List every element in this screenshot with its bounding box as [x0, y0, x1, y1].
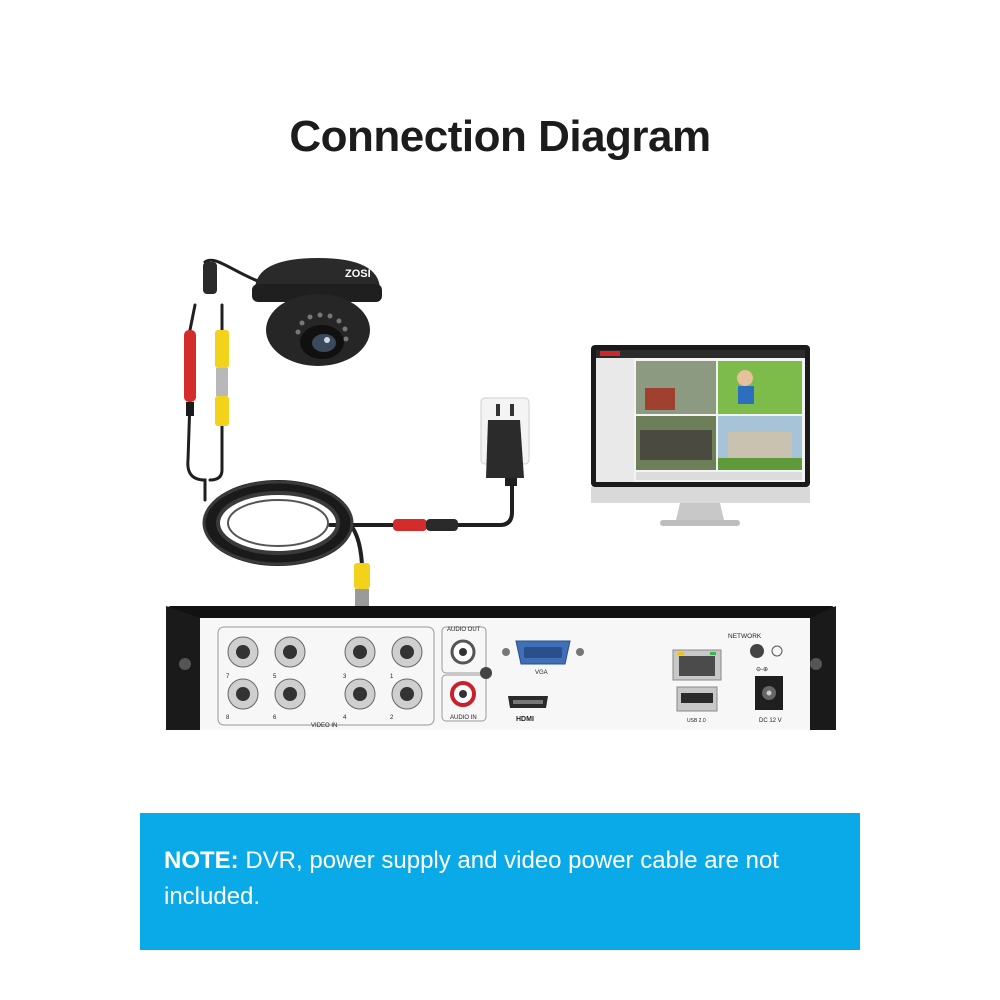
network-label: NETWORK [728, 633, 762, 640]
audio-out-jack [450, 639, 476, 665]
bnc-port [274, 636, 306, 668]
page-title: Connection Diagram [289, 112, 711, 161]
dome-camera: ZOSI [252, 258, 382, 366]
monitor-feed-grid [636, 361, 802, 470]
bnc-port [227, 636, 259, 668]
camera-pigtail [203, 258, 262, 284]
bnc-ports [227, 636, 423, 710]
channel-label: 7 [226, 674, 230, 680]
channel-label: 5 [273, 674, 277, 680]
audio-in-label: AUDIO IN [450, 715, 477, 721]
bnc-port [274, 678, 306, 710]
siamese-cable-right [208, 303, 224, 482]
video-plug-yellow-top [215, 330, 229, 368]
usb-label: USB 2.0 [687, 718, 706, 724]
video-plug-yellow-bottom [215, 396, 229, 426]
video-in-label: VIDEO IN [311, 723, 337, 729]
bnc-port [344, 678, 376, 710]
channel-label: 6 [273, 715, 277, 721]
vga-label: VGA [535, 670, 548, 676]
power-plug-red [184, 330, 196, 402]
power-adapter [480, 397, 530, 486]
note-text: DVR, power supply and video power cable … [164, 847, 779, 910]
bnc-port [391, 678, 423, 710]
bnc-port [391, 636, 423, 668]
channel-label: 3 [343, 674, 347, 680]
audio-out-label: AUDIO OUT [447, 627, 481, 633]
siamese-cable-left [186, 303, 207, 502]
hdmi-port [508, 696, 548, 708]
bnc-port [344, 636, 376, 668]
audio-in-jack [450, 681, 476, 707]
hdmi-label: HDMI [516, 716, 534, 723]
usb-port [676, 686, 718, 712]
channel-label: 4 [343, 715, 347, 721]
monitor [591, 345, 810, 526]
vga-port [502, 640, 584, 665]
svg-text:⊖-⊕: ⊖-⊕ [756, 667, 768, 673]
channel-label: 1 [390, 674, 394, 680]
channel-label: 8 [226, 715, 230, 721]
camera-brand-logo: ZOSI [345, 268, 371, 280]
note-banner: NOTE: DVR, power supply and video power … [140, 813, 860, 950]
inline-power-connector [393, 519, 458, 531]
channel-label: 2 [390, 715, 394, 721]
pigtail-plugs [184, 262, 229, 426]
note-prefix: NOTE: [164, 847, 239, 874]
coiled-cable [202, 480, 354, 566]
dvr-rear-panel: 7 5 3 1 8 6 4 2 VIDEO IN AUDIO OUT AUDIO… [166, 606, 836, 730]
ground-screw [750, 644, 783, 658]
dvr-bnc-plug [354, 563, 370, 607]
bnc-port [227, 678, 259, 710]
dc-label: DC 12 V [759, 718, 782, 724]
power-cable [328, 468, 514, 527]
dc-power-port [755, 676, 783, 710]
ethernet-port [672, 649, 722, 681]
